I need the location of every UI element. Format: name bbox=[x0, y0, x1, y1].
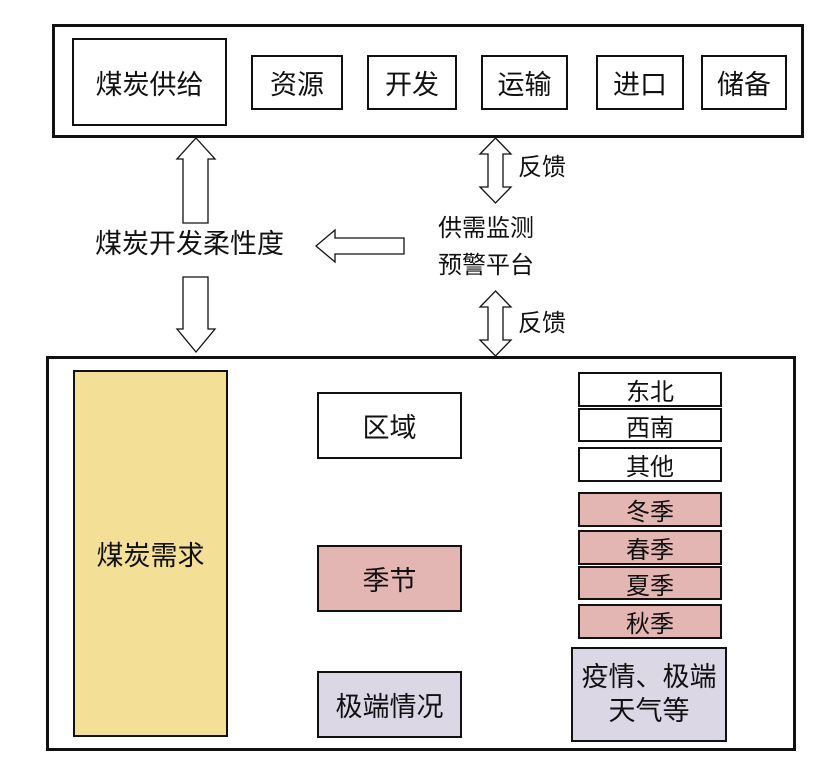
supply-title: 煤炭供给 bbox=[95, 69, 204, 101]
region-item-southwest: 西南 bbox=[578, 408, 722, 442]
season-item-label: 春季 bbox=[626, 536, 674, 564]
extreme-detail-line1: 疫情、极端 bbox=[581, 661, 717, 693]
supply-title-box: 煤炭供给 bbox=[72, 38, 227, 126]
supply-item-label: 资源 bbox=[270, 70, 324, 101]
supply-item-reserve: 储备 bbox=[701, 55, 787, 110]
extreme-box: 极端情况 bbox=[317, 671, 462, 738]
supply-item-label: 进口 bbox=[613, 70, 667, 101]
flexibility-label: 煤炭开发柔性度 bbox=[95, 229, 284, 260]
demand-title-box: 煤炭需求 bbox=[73, 370, 228, 737]
supply-item-development: 开发 bbox=[367, 55, 457, 110]
supply-item-label: 开发 bbox=[385, 70, 439, 101]
season-item-label: 秋季 bbox=[626, 610, 674, 638]
supply-item-label: 运输 bbox=[497, 70, 552, 101]
extreme-detail-box: 疫情、极端 天气等 bbox=[571, 647, 727, 742]
supply-item-import: 进口 bbox=[596, 55, 684, 110]
supply-item-label: 储备 bbox=[717, 70, 771, 101]
season-box: 季节 bbox=[317, 545, 462, 612]
down-arrow-icon bbox=[175, 276, 217, 354]
season-item-autumn: 秋季 bbox=[578, 604, 722, 639]
up-arrow-icon bbox=[175, 137, 217, 224]
season-item-winter: 冬季 bbox=[578, 492, 722, 527]
region-item-other: 其他 bbox=[578, 447, 722, 482]
feedback-double-arrow-bottom-icon bbox=[478, 290, 513, 357]
supply-item-transport: 运输 bbox=[481, 55, 568, 110]
season-label: 季节 bbox=[362, 566, 417, 597]
season-item-spring: 春季 bbox=[578, 530, 722, 565]
platform-label-line2: 预警平台 bbox=[438, 251, 534, 279]
region-item-label: 西南 bbox=[626, 413, 674, 442]
season-item-label: 夏季 bbox=[626, 571, 674, 600]
region-item-label: 东北 bbox=[626, 378, 674, 406]
platform-label-line1: 供需监测 bbox=[438, 214, 534, 242]
region-box: 区域 bbox=[317, 392, 462, 459]
extreme-label: 极端情况 bbox=[335, 692, 444, 723]
region-item-northeast: 东北 bbox=[578, 372, 722, 407]
extreme-detail-line2: 天气等 bbox=[608, 695, 690, 727]
region-item-label: 其他 bbox=[626, 453, 674, 481]
feedback-label-bottom: 反馈 bbox=[518, 309, 566, 337]
demand-title: 煤炭需求 bbox=[96, 541, 205, 572]
supply-panel bbox=[52, 24, 804, 138]
feedback-label-top: 反馈 bbox=[518, 153, 566, 181]
season-item-label: 冬季 bbox=[626, 498, 674, 526]
season-item-summer: 夏季 bbox=[578, 566, 722, 600]
supply-item-resources: 资源 bbox=[251, 55, 343, 110]
feedback-double-arrow-top-icon bbox=[478, 137, 513, 204]
left-arrow-icon bbox=[314, 228, 405, 264]
region-label: 区域 bbox=[362, 413, 417, 444]
